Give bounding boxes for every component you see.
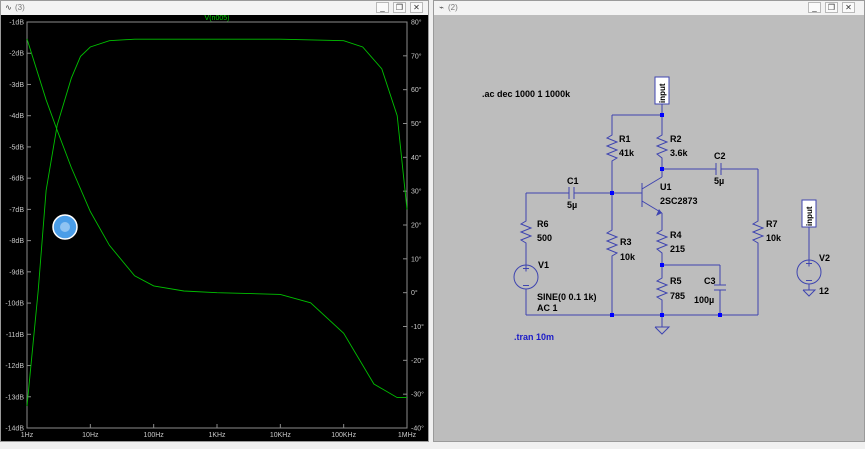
schematic-window-titlebar[interactable]: ⌁ (2) _ ❐ ✕ [434, 1, 864, 16]
r1-value[interactable]: 41k [619, 148, 635, 158]
x-tick-label: 100Hz [144, 432, 165, 439]
y-left-tick-label: -11dB [6, 332, 24, 339]
y-left-tick-label: -6dB [9, 176, 24, 183]
tran-directive[interactable]: .tran 10m [514, 332, 554, 342]
bode-plot[interactable]: V(n005) -1dB -2dB -3dB -4dB -5dB -6dB -7dB -8dB… [1, 15, 428, 442]
restore-button[interactable]: ❐ [825, 2, 838, 13]
c2-value[interactable]: 5µ [714, 176, 724, 186]
plot-window: ∿ (3) _ ❐ ✕ V(n005) -1dB -2dB -3dB -4dB -5dB… [0, 0, 429, 442]
r7-name[interactable]: R7 [766, 219, 778, 229]
ac-directive[interactable]: .ac dec 1000 1 1000k [482, 89, 571, 99]
y-left-tick-label: -9dB [9, 269, 24, 276]
x-tick-label: 10Hz [82, 432, 99, 439]
cursor-marker-core [60, 222, 70, 232]
y-left-tick-label: -8dB [9, 238, 24, 245]
y-left-tick-label: -5dB [9, 144, 24, 151]
y-left-tick-label: -12dB [5, 363, 24, 370]
waveform-plot-area[interactable]: V(n005) -1dB -2dB -3dB -4dB -5dB -6dB -7dB -8dB… [1, 15, 428, 441]
y-left-tick-label: -2dB [9, 51, 24, 58]
y-right-tick-label: 50° [411, 120, 422, 128]
minimize-button[interactable]: _ [808, 2, 821, 13]
r7-value[interactable]: 10k [766, 233, 782, 243]
plot-window-titlebar[interactable]: ∿ (3) _ ❐ ✕ [1, 1, 428, 16]
u1-name[interactable]: U1 [660, 182, 672, 192]
schematic-drawing[interactable]: input input .ac dec 1000 1 1000k .tran 1… [434, 15, 864, 442]
y-left-tick-label: -3dB [9, 82, 24, 89]
magnitude-trace [26, 38, 408, 407]
r4-value[interactable]: 215 [670, 244, 685, 254]
y-right-tick-label: -10° [411, 323, 424, 331]
r5-name[interactable]: R5 [670, 276, 682, 286]
r1-name[interactable]: R1 [619, 134, 631, 144]
y-right-tick-label: -40° [411, 425, 424, 433]
c1-value[interactable]: 5µ [567, 200, 577, 210]
phase-trace [26, 38, 407, 399]
c3-value[interactable]: 100µ [694, 295, 714, 305]
x-tick-label: 1MHz [398, 432, 417, 439]
status-bar [0, 442, 865, 449]
r2-value[interactable]: 3.6k [670, 148, 689, 158]
r4-name[interactable]: R4 [670, 230, 682, 240]
y-right-tick-label: 80° [411, 19, 422, 27]
r2-name[interactable]: R2 [670, 134, 682, 144]
close-button[interactable]: ✕ [842, 2, 855, 13]
net-label-input-top-text: input [658, 83, 667, 103]
y-right-tick-label: -20° [411, 357, 424, 365]
r6-value[interactable]: 500 [537, 233, 552, 243]
y-right-tick-label: 10° [411, 255, 422, 263]
schematic-window-title: (2) [448, 3, 458, 12]
r5-value[interactable]: 785 [670, 291, 685, 301]
v1-value[interactable]: SINE(0 0.1 1k) [537, 292, 597, 302]
r6-name[interactable]: R6 [537, 219, 549, 229]
net-label-input-top[interactable] [654, 76, 670, 105]
v2-value[interactable]: 12 [819, 286, 829, 296]
x-tick-label: 1KHz [208, 432, 226, 439]
y-right-tick-label: -30° [411, 391, 424, 399]
v1-name[interactable]: V1 [538, 260, 549, 270]
y-right-tick-label: 30° [411, 188, 422, 196]
y-left-tick-label: -14dB [5, 426, 24, 433]
waveform-icon: ∿ [5, 3, 12, 12]
x-tick-label: 100KHz [331, 432, 356, 439]
u1-value[interactable]: 2SC2873 [660, 196, 698, 206]
x-tick-label: 10KHz [270, 432, 292, 439]
close-button[interactable]: ✕ [410, 2, 423, 13]
y-right-tick-label: 0° [411, 289, 418, 297]
minimize-button[interactable]: _ [376, 2, 389, 13]
y-left-tick-label: -7dB [9, 207, 24, 214]
plot-window-title: (3) [15, 3, 25, 12]
schematic-canvas[interactable]: input input .ac dec 1000 1 1000k .tran 1… [434, 15, 864, 441]
trace-label[interactable]: V(n005) [205, 15, 230, 22]
y-right-tick-label: 70° [411, 52, 422, 60]
v2-name[interactable]: V2 [819, 253, 830, 263]
y-left-tick-label: -13dB [5, 394, 24, 401]
y-left-tick-label: -1dB [9, 20, 24, 27]
r3-value[interactable]: 10k [620, 252, 636, 262]
net-label-input-v2-text: input [805, 206, 814, 226]
y-right-tick-label: 40° [411, 154, 422, 162]
y-left-tick-label: -4dB [9, 113, 24, 120]
schematic-window: ⌁ (2) _ ❐ ✕ [433, 0, 865, 442]
c1-name[interactable]: C1 [567, 176, 579, 186]
y-left-tick-label: -10dB [5, 301, 24, 308]
c3-name[interactable]: C3 [704, 276, 716, 286]
c2-name[interactable]: C2 [714, 151, 726, 161]
v1-ac-value[interactable]: AC 1 [537, 303, 558, 313]
schematic-icon: ⌁ [439, 3, 444, 12]
y-right-tick-label: 20° [411, 222, 422, 230]
r3-name[interactable]: R3 [620, 237, 632, 247]
x-tick-label: 1Hz [21, 432, 34, 439]
net-label-input-v2[interactable] [801, 199, 817, 228]
y-right-tick-label: 60° [411, 86, 422, 94]
plot-frame [26, 21, 408, 429]
restore-button[interactable]: ❐ [393, 2, 406, 13]
